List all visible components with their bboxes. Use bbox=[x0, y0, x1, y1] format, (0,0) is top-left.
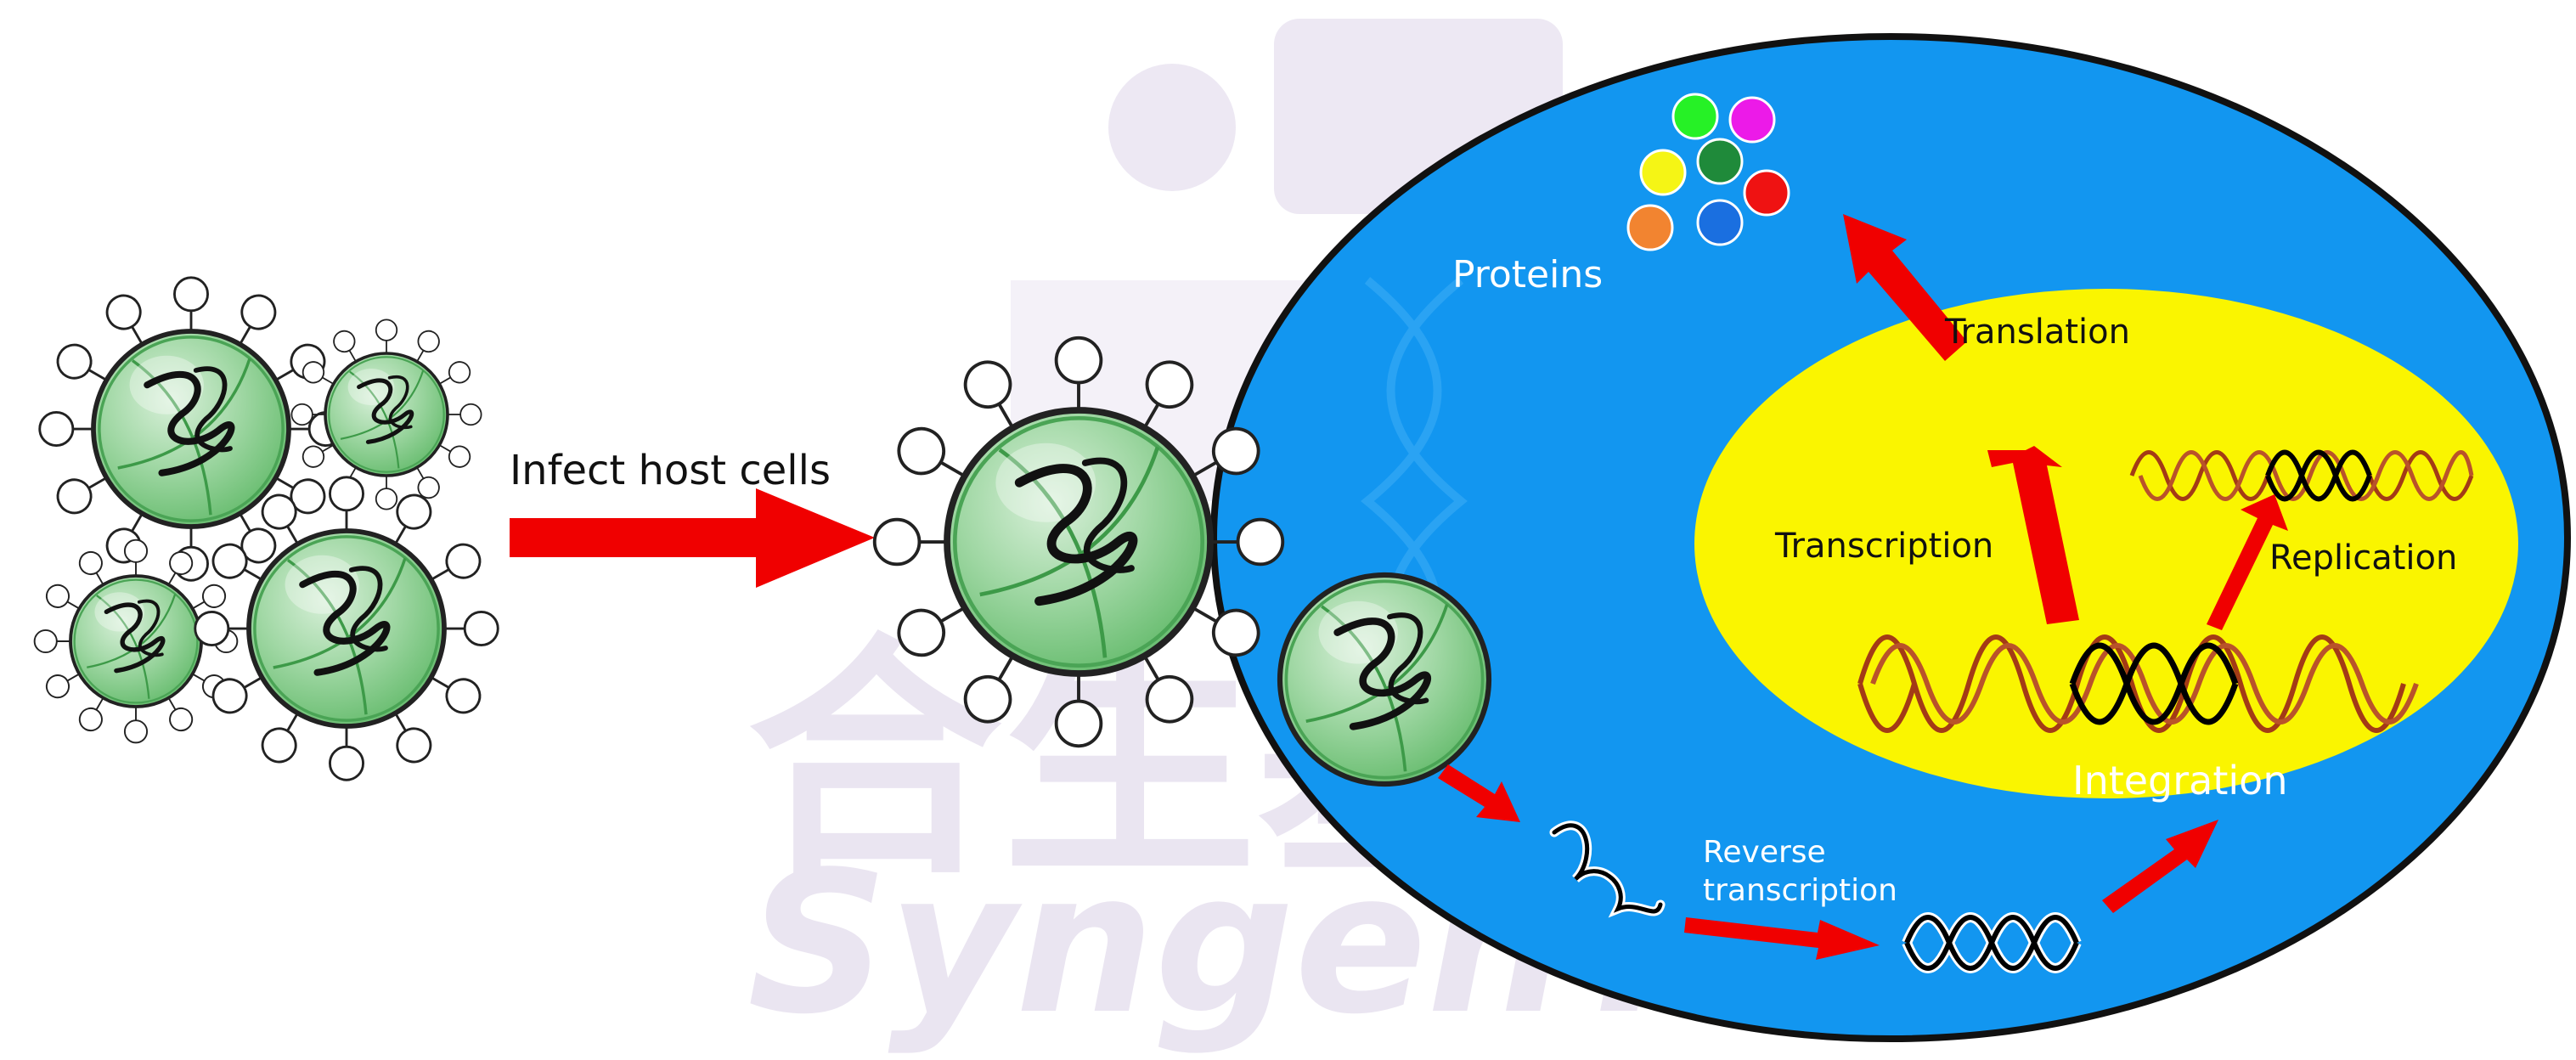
virus-particle bbox=[195, 477, 499, 781]
transcription-arrow bbox=[1987, 446, 2079, 624]
protein bbox=[1743, 169, 1790, 217]
label-replication: Replication bbox=[2269, 538, 2457, 578]
protein bbox=[1626, 204, 1674, 251]
reverse-transcription-arrow bbox=[1684, 917, 1880, 960]
integrated-dna bbox=[1857, 634, 2419, 733]
label-proteins: Proteins bbox=[1452, 253, 1603, 296]
label-transcription: Transcription bbox=[1774, 527, 1993, 566]
virus-particle bbox=[291, 319, 481, 509]
virus-cluster bbox=[35, 278, 499, 781]
label-reverse-line2: transcription bbox=[1703, 873, 1897, 908]
protein bbox=[1696, 199, 1744, 246]
entry-arrow bbox=[1438, 764, 1520, 822]
watermark-logo bbox=[1108, 64, 1236, 191]
protein-cluster bbox=[1626, 93, 1790, 251]
replication-arrow bbox=[2207, 494, 2288, 630]
protein bbox=[1671, 93, 1719, 140]
protein bbox=[1639, 149, 1687, 196]
integration-arrow bbox=[2102, 820, 2218, 913]
infect-arrow bbox=[510, 488, 875, 588]
label-translation: Translation bbox=[1944, 313, 2130, 352]
protein bbox=[1728, 96, 1776, 144]
viral-dna bbox=[1902, 912, 2082, 973]
label-integration: Integration bbox=[2072, 758, 2287, 803]
label-reverse-line1: Reverse bbox=[1703, 835, 1826, 870]
translation-arrow bbox=[1843, 214, 1967, 361]
label-infect-host-cells: Infect host cells bbox=[510, 447, 831, 494]
virus-particle bbox=[40, 278, 343, 581]
replicated-dna bbox=[2129, 449, 2474, 502]
viral-capsid bbox=[1280, 575, 1489, 784]
protein bbox=[1696, 138, 1744, 185]
